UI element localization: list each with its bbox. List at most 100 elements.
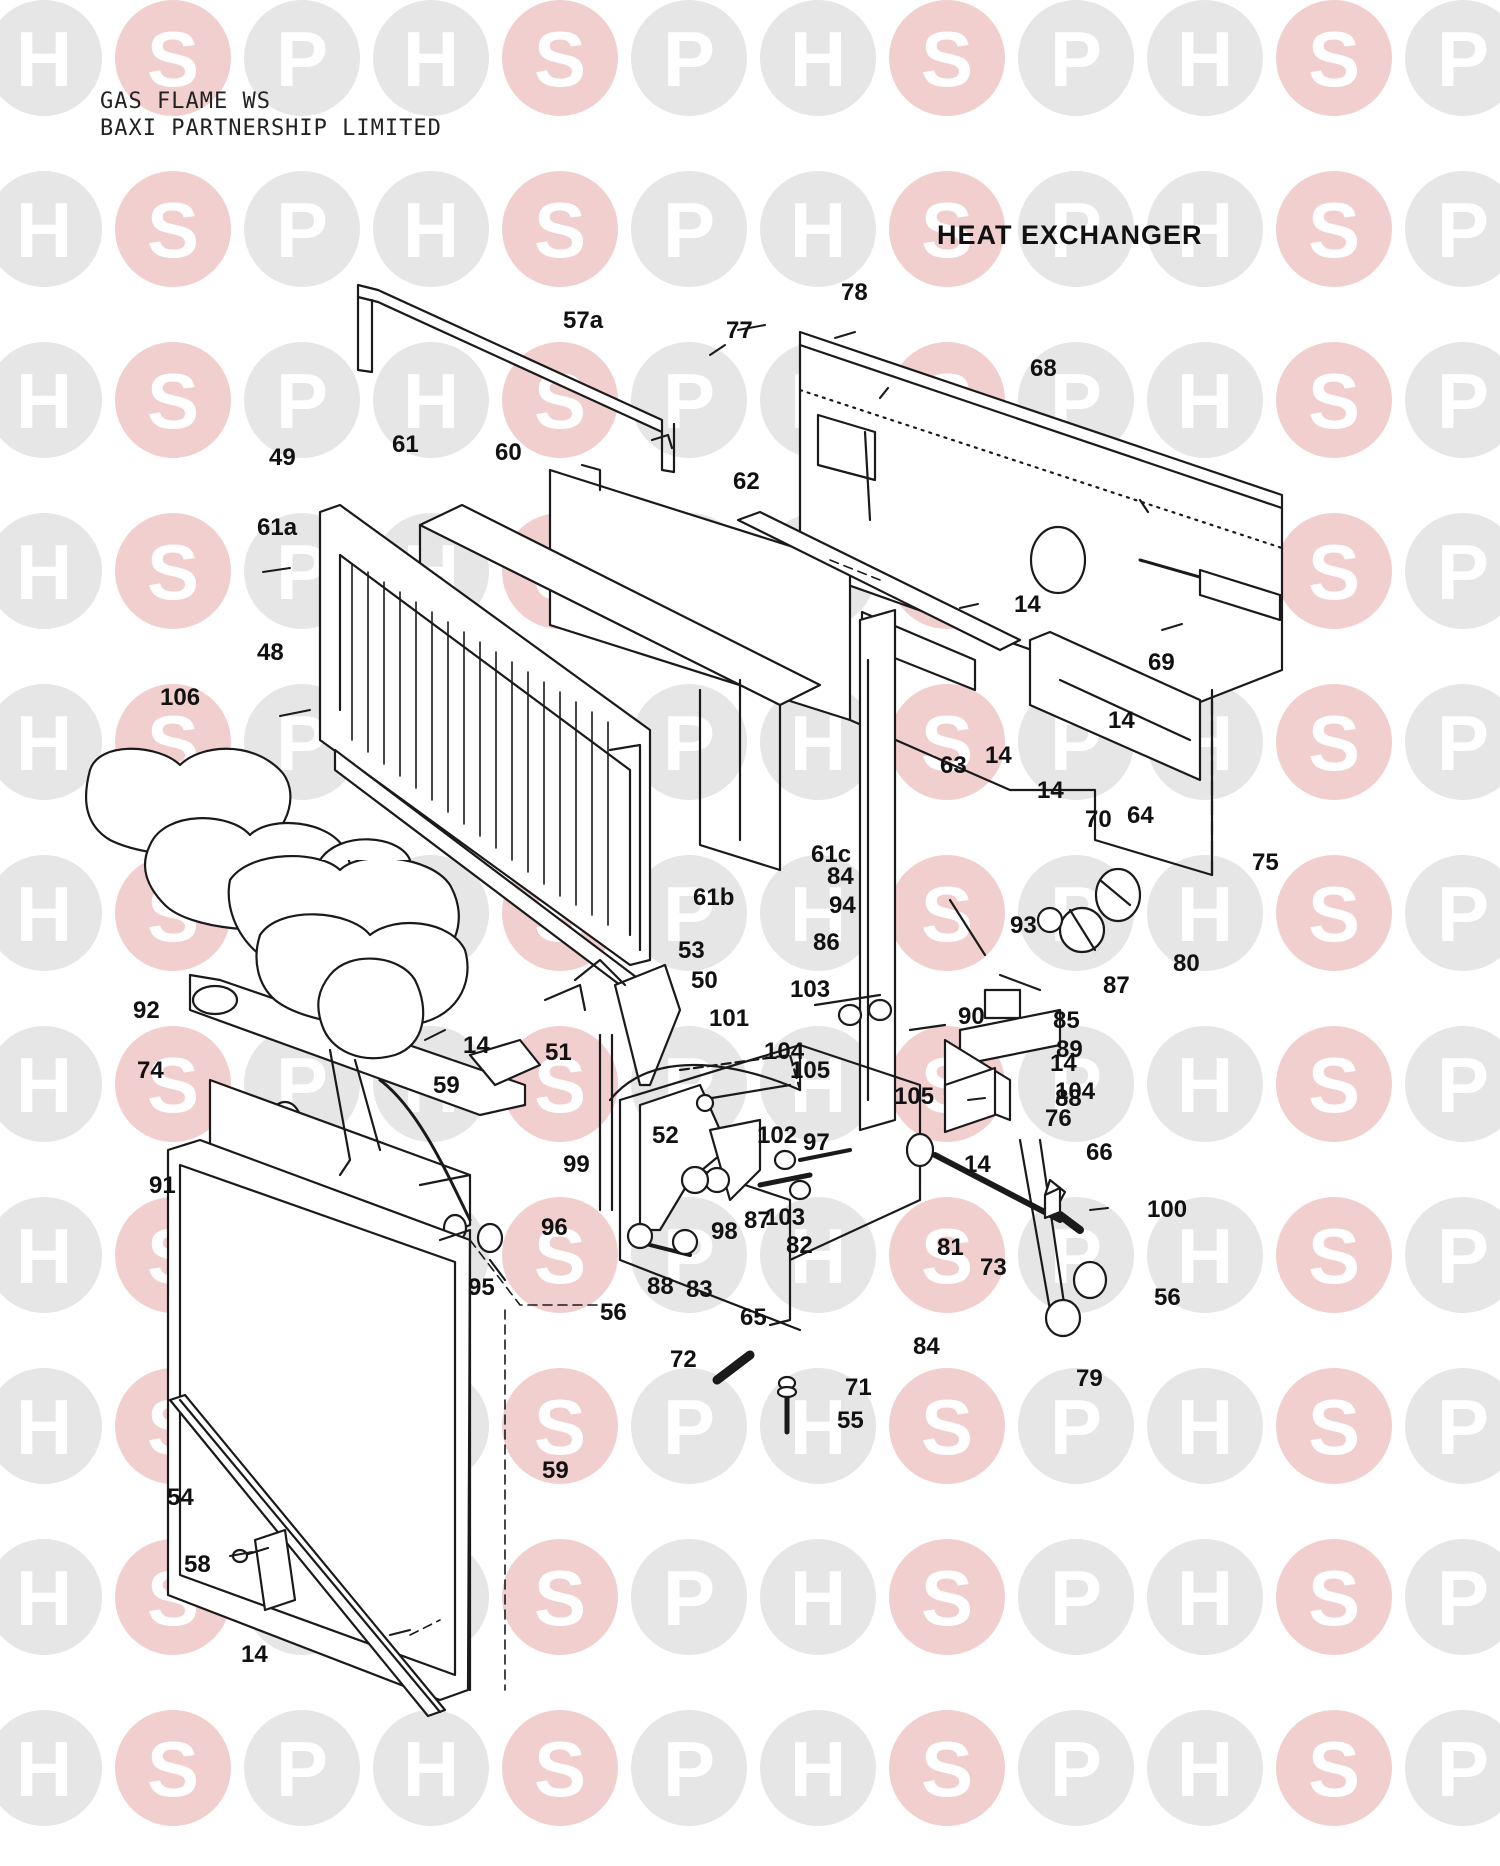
watermark-disc — [1276, 513, 1392, 629]
part-callout: 63 — [940, 752, 967, 779]
watermark-letter: S — [1308, 1041, 1360, 1129]
part-callout: 78 — [841, 279, 868, 306]
watermark-disc — [1147, 1026, 1263, 1142]
watermark-disc — [115, 513, 231, 629]
watermark-disc — [0, 342, 102, 458]
part-callout: 105 — [790, 1057, 830, 1084]
part-callout: 70 — [1085, 806, 1112, 833]
watermark-letter: H — [16, 870, 72, 958]
watermark-disc — [1276, 1710, 1392, 1826]
watermark-disc — [1147, 855, 1263, 971]
part-callout: 14 — [1014, 591, 1041, 618]
watermark-disc — [889, 1710, 1005, 1826]
brackets-50-53 — [468, 958, 682, 1212]
part-callout: 49 — [269, 444, 296, 471]
watermark-letter: H — [1177, 870, 1233, 958]
watermark-letter: H — [1177, 186, 1233, 274]
watermark-letter: P — [1437, 1554, 1489, 1642]
part-callout: 90 — [958, 1003, 985, 1030]
rear-plate-75 — [848, 688, 1214, 877]
watermark-disc — [0, 1026, 102, 1142]
watermark-letter: H — [16, 528, 72, 616]
part-callout: 65 — [740, 1304, 767, 1331]
watermark-letter: S — [534, 186, 586, 274]
watermark-disc — [115, 1710, 231, 1826]
part-callout: 97 — [803, 1129, 830, 1156]
part-callout: 86 — [813, 929, 840, 956]
watermark-letter: P — [1437, 15, 1489, 103]
watermark-letter: P — [663, 870, 715, 958]
watermark-disc — [1018, 1710, 1134, 1826]
watermark-letter: H — [16, 186, 72, 274]
screws — [229, 324, 1183, 1636]
watermark-letter: P — [1437, 870, 1489, 958]
fuel-effect-coals-106 — [84, 747, 469, 1060]
watermark-disc — [0, 855, 102, 971]
watermark-letter: S — [921, 1383, 973, 1471]
watermark-letter: P — [276, 186, 328, 274]
watermark-disc — [760, 171, 876, 287]
part-callout: 14 — [463, 1032, 490, 1059]
watermark-disc — [760, 0, 876, 116]
watermark-letter: H — [16, 357, 72, 445]
watermark-disc — [115, 342, 231, 458]
watermark-letter: H — [790, 870, 846, 958]
watermark-letter: S — [921, 186, 973, 274]
part-callout: 68 — [1030, 355, 1057, 382]
watermark-letter: H — [1177, 1212, 1233, 1300]
watermark-letter: P — [1050, 1725, 1102, 1813]
watermark-disc — [1405, 1539, 1500, 1655]
watermark-letter: H — [1177, 1383, 1233, 1471]
heat-exchanger-48 — [318, 503, 652, 1002]
watermark-letter: H — [16, 1212, 72, 1300]
part-callout: 74 — [137, 1057, 164, 1084]
part-callout: 14 — [1108, 707, 1135, 734]
part-callout: 55 — [837, 1407, 864, 1434]
part-callout: 80 — [1173, 950, 1200, 977]
watermark-disc — [1018, 1539, 1134, 1655]
part-callout: 92 — [133, 997, 160, 1024]
watermark-letter: P — [1437, 1725, 1489, 1813]
watermark-disc — [115, 1026, 231, 1142]
part-callout: 89 — [1056, 1036, 1083, 1063]
watermark-disc — [502, 171, 618, 287]
watermark-disc — [1405, 342, 1500, 458]
watermark-letter: P — [1050, 1554, 1102, 1642]
watermark-disc — [0, 1368, 102, 1484]
watermark-letter: H — [16, 15, 72, 103]
watermark-disc — [1147, 1710, 1263, 1826]
watermark-disc — [1405, 855, 1500, 971]
watermark-letter: S — [921, 1554, 973, 1642]
watermark-letter: S — [1308, 870, 1360, 958]
watermark-letter: P — [1437, 699, 1489, 787]
parts-line-art — [84, 283, 1284, 1718]
watermark-letter: S — [147, 1041, 199, 1129]
watermark-letter: P — [1050, 15, 1102, 103]
part-callout: 53 — [678, 937, 705, 964]
part-callout: 84 — [827, 863, 854, 890]
watermark-disc — [1018, 0, 1134, 116]
part-callout: 88 — [647, 1273, 674, 1300]
pilot-assembly — [608, 1064, 852, 1257]
watermark-disc — [1405, 513, 1500, 629]
watermark-letter: P — [663, 1554, 715, 1642]
watermark-disc — [1405, 171, 1500, 287]
watermark-disc — [631, 171, 747, 287]
watermark-disc — [889, 0, 1005, 116]
watermark-letter: H — [16, 1041, 72, 1129]
watermark-disc — [373, 171, 489, 287]
watermark-letter: P — [1050, 1383, 1102, 1471]
watermark-letter: S — [921, 1725, 973, 1813]
watermark-disc — [1405, 1368, 1500, 1484]
part-callout: 106 — [160, 684, 200, 711]
watermark-disc — [1147, 1539, 1263, 1655]
watermark-disc — [889, 684, 1005, 800]
part-callout: 104 — [1055, 1078, 1096, 1105]
watermark-letter: S — [921, 1212, 973, 1300]
watermark-letter: S — [534, 1041, 586, 1129]
part-callout: 102 — [757, 1122, 797, 1149]
part-callout: 61c — [811, 841, 851, 868]
watermark-disc — [1405, 684, 1500, 800]
part-callout: 83 — [686, 1276, 713, 1303]
watermark-disc — [760, 1026, 876, 1142]
